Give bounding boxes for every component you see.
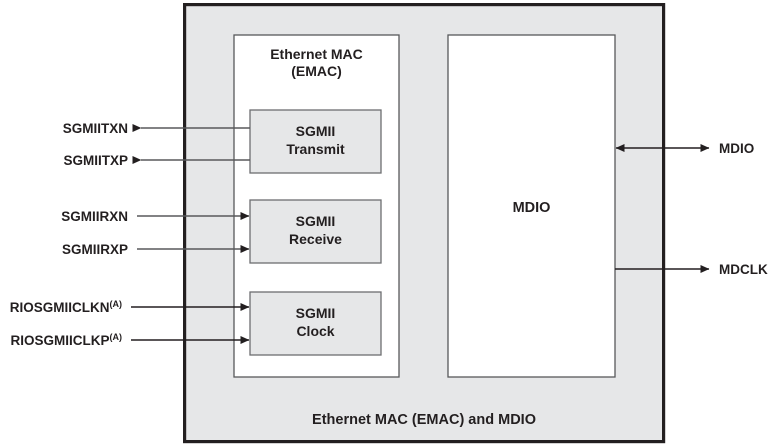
- signal-label-riosgmiiclkp: RIOSGMIICLKP(A): [10, 332, 122, 348]
- signal-label-riosgmiiclkn: RIOSGMIICLKN(A): [10, 299, 122, 315]
- signal-label-sgmiirxp: SGMIIRXP: [62, 242, 128, 257]
- group-box-mdio: [447, 34, 616, 378]
- signal-label-riosgmiiclkp-superscript: (A): [110, 332, 123, 342]
- signal-label-mdio: MDIO: [719, 141, 754, 156]
- signal-label-riosgmiiclkp-text: RIOSGMIICLKP: [10, 333, 109, 348]
- block-label-sgmii-transmit-line2: Transmit: [286, 141, 345, 157]
- group-label-ethernet-mac-line1: Ethernet MAC: [270, 46, 363, 62]
- group-label-mdio: MDIO: [513, 200, 551, 216]
- signal-label-mdclk: MDCLK: [719, 262, 768, 277]
- block-sgmii-receive: [249, 199, 382, 264]
- block-label-sgmii-clock-line2: Clock: [296, 323, 334, 339]
- block-label-sgmii-transmit-line1: SGMII: [296, 123, 336, 139]
- signal-label-sgmiitxn: SGMIITXN: [63, 121, 128, 136]
- group-label-ethernet-mac-line2: (EMAC): [291, 63, 342, 79]
- signal-label-riosgmiiclkn-superscript: (A): [110, 299, 123, 309]
- block-sgmii-clock: [249, 291, 382, 356]
- signal-label-sgmiitxp: SGMIITXP: [63, 153, 128, 168]
- block-label-sgmii-receive-line2: Receive: [289, 231, 342, 247]
- block-sgmii-transmit: [249, 109, 382, 174]
- diagram-caption: Ethernet MAC (EMAC) and MDIO: [312, 412, 536, 428]
- block-label-sgmii-clock-line1: SGMII: [296, 305, 336, 321]
- signal-label-riosgmiiclkn-text: RIOSGMIICLKN: [10, 300, 110, 315]
- block-label-sgmii-receive-line1: SGMII: [296, 213, 336, 229]
- signal-label-sgmiirxn: SGMIIRXN: [61, 209, 128, 224]
